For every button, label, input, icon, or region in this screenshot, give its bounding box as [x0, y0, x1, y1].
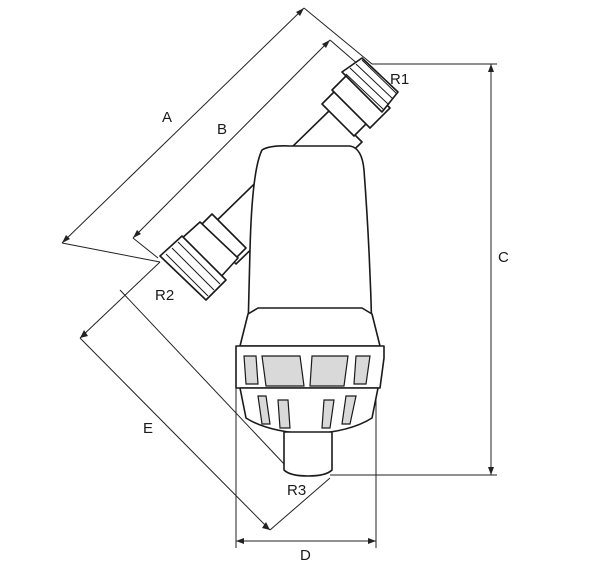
filter-collar [239, 307, 381, 347]
label-R2: R2 [155, 287, 174, 304]
label-R3: R3 [287, 482, 306, 499]
filter-bowl [247, 145, 373, 336]
dim-line-B [132, 39, 331, 239]
label-A: A [162, 109, 172, 126]
dim-line-A [61, 7, 305, 244]
label-R1: R1 [390, 71, 409, 88]
connector-r1 [321, 57, 399, 137]
label-D: D [300, 547, 311, 561]
outlet-r3 [283, 431, 333, 477]
dimension-lines [61, 7, 497, 548]
filter-body [159, 57, 399, 477]
label-E: E [143, 420, 153, 437]
connector-r2 [159, 213, 247, 301]
label-B: B [217, 121, 227, 138]
label-C: C [498, 249, 509, 266]
dim-line-E [79, 337, 271, 531]
